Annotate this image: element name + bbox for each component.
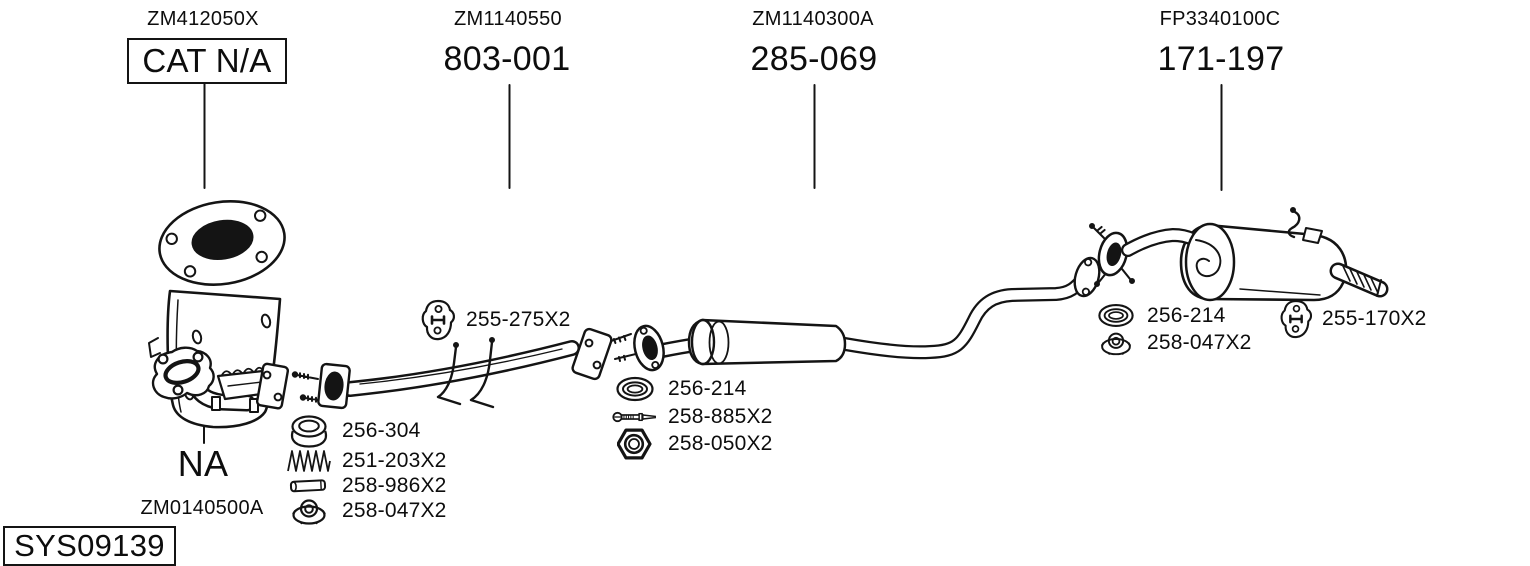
flange-nut-icon [1094,330,1138,356]
callout-center-fitting-bolt-label: 258-885X2 [668,405,773,428]
front-pipe-drawing [291,327,637,410]
leader-lines [203,80,1223,444]
callout-rear-fitting-gasket: 256-214 [1094,303,1225,328]
spring-icon [284,448,334,474]
callout-center-fitting-gasket: 256-214 [612,376,746,402]
callout-front-fitting-nut-label: 258-047X2 [342,499,447,522]
callout-front-fitting-gasket-label: 256-304 [342,419,421,442]
callout-rear-fitting-gasket-label: 256-214 [1147,303,1226,327]
group-part-rearmuffler: 171-197 [1157,40,1285,78]
callout-rear-hanger-label: 255-170X2 [1322,307,1427,330]
callout-center-fitting-bolt: 258-885X2 [612,405,773,429]
callout-rear-hanger: 255-170X2 [1279,298,1427,340]
hanger-bracket-icon [1279,298,1313,340]
callout-front-hanger: 255-275X2 [420,299,571,341]
system-id-label: SYS09139 [14,528,165,563]
group-ref-centersilencer: ZM1140300A [752,8,874,30]
hanger-bracket-icon [420,299,456,341]
callout-center-fitting-hexnut-label: 258-050X2 [668,432,773,455]
group-part-frontpipe: 803-001 [443,40,571,78]
callout-rear-fitting-nut-label: 258-047X2 [1147,331,1252,354]
manifold-drawing [151,346,290,413]
manifold-ref-label: ZM0140500A [140,497,264,519]
callout-front-hanger-label: 255-275X2 [466,308,571,331]
callout-center-fitting-gasket-label: 256-214 [668,377,747,400]
group-part-cat-box: CAT N/A [127,38,287,84]
muffler-inlet-flange-drawing [1089,223,1135,287]
gasket-ring-icon [1094,303,1138,328]
center-silencer-drawing [633,256,1101,372]
system-id-box: SYS09139 [3,526,176,566]
hex-nut-icon [612,428,658,460]
callout-front-fitting-spring: 251-203X2 [284,448,447,474]
callout-front-fitting-sleeve-label: 258-986X2 [342,474,447,497]
group-part-cat: CAT N/A [142,42,272,79]
rear-muffler-drawing [1121,207,1389,302]
callout-front-fitting-spring-label: 251-203X2 [342,449,447,472]
group-ref-frontpipe: ZM1140550 [454,8,562,30]
sleeve-icon [284,477,334,495]
callout-front-fitting-nut: 258-047X2 [284,497,447,525]
group-part-centersilencer: 285-069 [750,40,878,78]
manifold-part-label: NA [177,443,229,484]
callout-front-fitting-gasket: 256-304 [284,413,420,449]
callout-front-fitting-sleeve: 258-986X2 [284,474,447,498]
flange-nut-icon [284,497,334,525]
callout-rear-fitting-nut: 258-047X2 [1094,330,1252,356]
callout-center-fitting-hexnut: 258-050X2 [612,428,773,460]
group-ref-cat: ZM412050X [147,8,259,30]
group-ref-rearmuffler: FP3340100C [1159,8,1281,30]
bolt-icon [612,409,658,425]
gasket-ring-icon [612,376,658,402]
gasket-donut-icon [284,413,334,449]
